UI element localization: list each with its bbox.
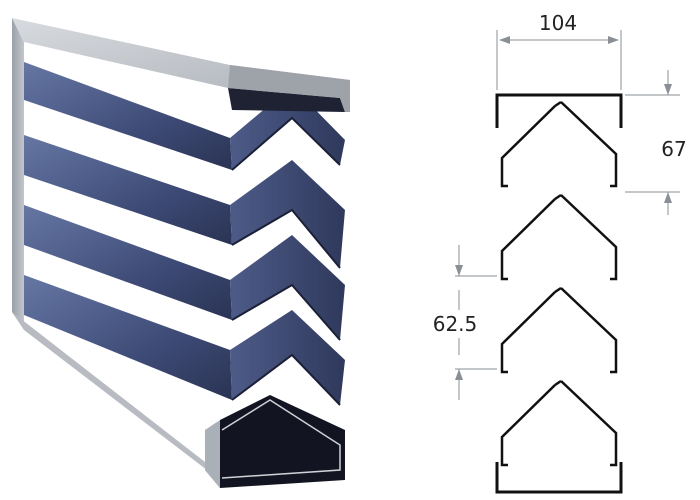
profile-bottom-channel bbox=[495, 462, 623, 494]
frame-bottom-sill bbox=[12, 312, 220, 480]
frame-front-end-cap bbox=[220, 395, 345, 488]
dimension-height-label: 67 bbox=[661, 137, 686, 161]
blade-profile-1 bbox=[500, 100, 618, 188]
louvre-3d-render bbox=[12, 18, 350, 488]
dimension-width: 104 bbox=[496, 11, 622, 90]
dimension-pitch-label: 62.5 bbox=[433, 312, 478, 336]
profile-top-channel bbox=[495, 93, 623, 128]
blade-2 bbox=[24, 135, 345, 269]
frame-top-head-front bbox=[228, 88, 345, 112]
dimension-pitch: 62.5 bbox=[433, 245, 497, 400]
frame-front-end-outline bbox=[221, 399, 341, 479]
blade-profile-2 bbox=[500, 193, 618, 281]
dimension-height: 67 bbox=[625, 70, 687, 215]
frame-top-head-side bbox=[228, 65, 350, 112]
blade-3 bbox=[24, 205, 345, 341]
frame-left-post bbox=[12, 18, 24, 330]
profile-section-drawing bbox=[495, 93, 623, 494]
blade-profile-4 bbox=[500, 379, 618, 467]
blade-4 bbox=[24, 275, 345, 406]
dimension-width-label: 104 bbox=[539, 11, 577, 35]
blade-profile-3 bbox=[500, 286, 618, 374]
frame-front-post bbox=[205, 420, 220, 488]
